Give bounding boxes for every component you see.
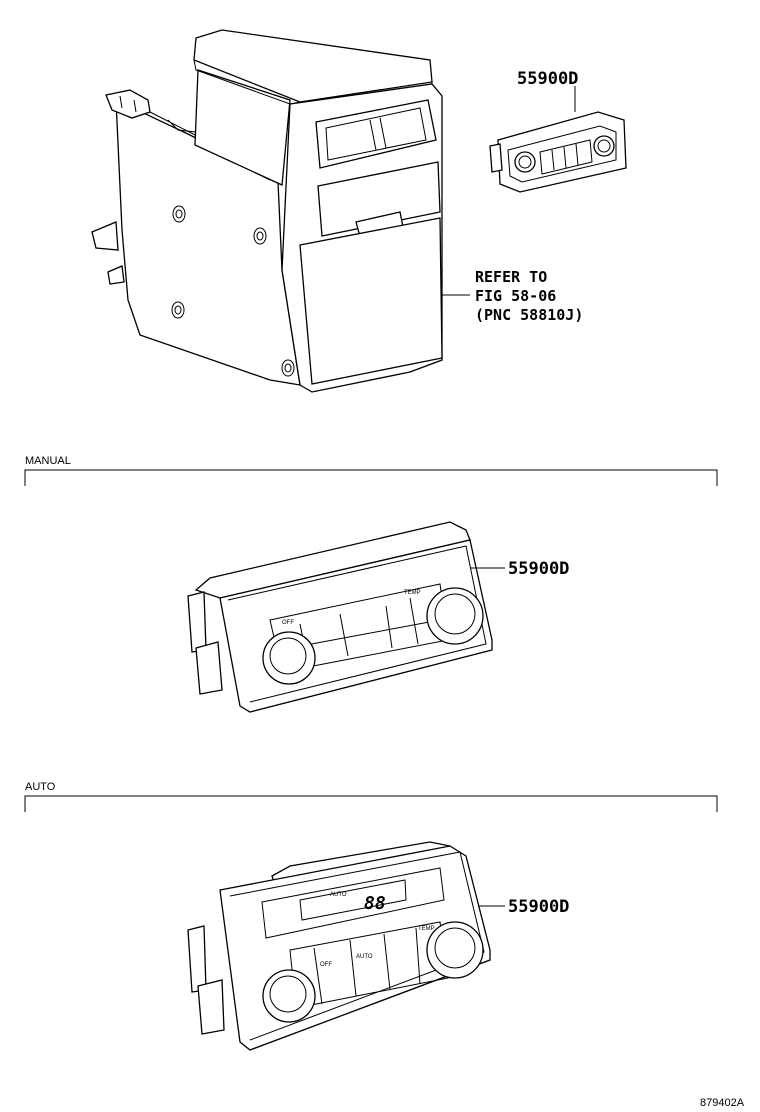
small-control-panel — [489, 111, 627, 193]
temp-label: TEMP — [418, 926, 435, 932]
figure-id: 879402A — [700, 1097, 745, 1109]
part-number-top: 55900D — [517, 69, 578, 89]
refer-line-1: REFER TO — [475, 268, 547, 286]
refer-line-3: (PNC 58810J) — [475, 306, 583, 324]
auto-indicator: AUTO — [330, 892, 347, 898]
temp-label: TEMP — [404, 590, 421, 596]
section-bracket-manual — [24, 469, 718, 486]
display-readout: 88 — [364, 893, 386, 914]
console-assembly — [91, 29, 443, 393]
part-number-manual: 55900D — [508, 559, 569, 579]
section-label-auto: AUTO — [25, 781, 56, 793]
refer-line-2: FIG 58-06 — [475, 287, 556, 305]
leaders — [442, 86, 576, 907]
off-label: OFF — [320, 962, 332, 968]
part-number-auto: 55900D — [508, 897, 569, 917]
section-label-manual: MANUAL — [25, 455, 71, 467]
off-label: OFF — [282, 620, 294, 626]
manual-control-panel: OFF TEMP — [187, 521, 493, 713]
section-bracket-auto — [24, 795, 718, 812]
auto-button-label: AUTO — [356, 954, 373, 960]
auto-control-panel: AUTO 88 OFF AUTO TEMP — [187, 841, 491, 1051]
